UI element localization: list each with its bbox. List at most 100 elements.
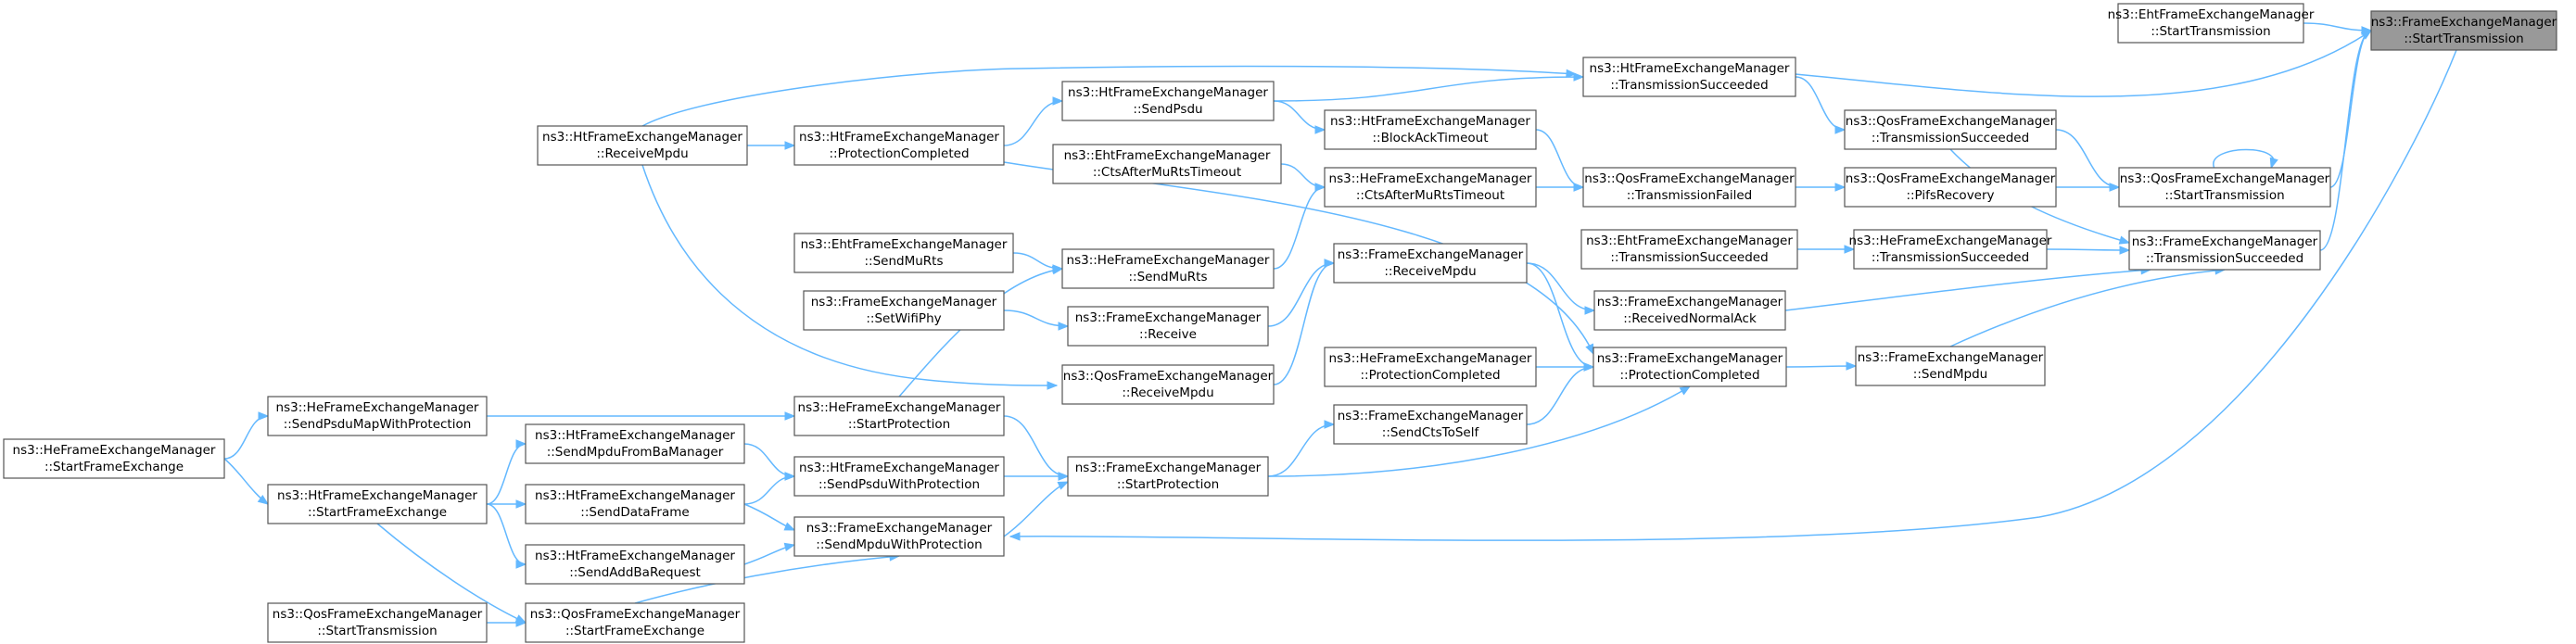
node-box [2128,230,2321,271]
edge-arrowhead [784,411,796,421]
edge-htProtComp-to-htSendPsdu [1003,96,1064,146]
edge-arrowhead [257,494,270,505]
node-method-label: ::TransmissionSucceeded [1872,131,2029,145]
edge-htReceiveMpdu-to-htTxSucc [641,65,1578,127]
edge-heSendPsduMap-to-heStartProt [487,411,796,421]
edge-qosPifs-to-qosStartTx [2056,183,2121,192]
node-htTxSucc[interactable]: ns3::HtFrameExchangeManager::Transmissio… [1582,57,1796,97]
node-qosTxFailed[interactable]: ns3::QosFrameExchangeManager::Transmissi… [1582,167,1796,208]
node-class-label: ns3::QosFrameExchangeManager [273,607,483,622]
node-htSendData[interactable]: ns3::HtFrameExchangeManager::SendDataFra… [525,484,745,524]
node-heStartFE[interactable]: ns3::HeFrameExchangeManager::StartFrameE… [3,438,225,479]
node-box [1593,347,1787,387]
edge-htReceiveMpdu-to-htProtComp [747,141,796,150]
node-qosReceiveMpdu[interactable]: ns3::QosFrameExchangeManager::ReceiveMpd… [1061,364,1275,405]
node-ehtCtsAfterMuRts[interactable]: ns3::EhtFrameExchangeManager::CtsAfterMu… [1052,144,1282,184]
node-ehtSendMuRts[interactable]: ns3::EhtFrameExchangeManager::SendMuRts [793,233,1014,273]
node-method-label: ::StartFrameExchange [308,505,447,520]
node-feSendMpdu[interactable]: ns3::FrameExchangeManager::SendMpdu [1855,346,2046,386]
edge-arrowhead [1834,183,1846,192]
node-htSendPsdu[interactable]: ns3::HtFrameExchangeManager::SendPsdu [1061,81,1275,121]
edge-arrowhead [1844,245,1856,254]
node-feSetWifiPhy[interactable]: ns3::FrameExchangeManager::SetWifiPhy [803,290,1005,331]
node-heCtsAfterMuRts[interactable]: ns3::HeFrameExchangeManager::CtsAfterMuR… [1324,167,1537,208]
node-ehtTxSucc[interactable]: ns3::EhtFrameExchangeManager::Transmissi… [1580,229,1798,270]
edge-line [1280,163,1326,188]
node-feRecvNormAck[interactable]: ns3::FrameExchangeManager::ReceivedNorma… [1593,290,1786,331]
edge-arrowhead [1324,420,1336,429]
edge-line [2046,248,2130,251]
node-box [1067,306,1269,347]
node-qosTxSucc[interactable]: ns3::QosFrameExchangeManager::Transmissi… [1844,109,2057,150]
node-method-label: ::SendDataFrame [580,505,689,520]
node-method-label: ::ReceiveMpdu [596,146,688,161]
edge-arrowhead [1314,125,1326,134]
node-heSendMuRts[interactable]: ns3::HeFrameExchangeManager::SendMuRts [1061,248,1275,289]
edge-qosReceiveMpdu-to-feReceiveMpdu [1273,259,1336,385]
node-box [1061,248,1275,289]
node-box [525,602,745,643]
edge-qosTxSucc-to-qosStartTx [2055,129,2121,192]
node-class-label: ns3::EhtFrameExchangeManager [801,237,1008,252]
node-heProtComp[interactable]: ns3::HeFrameExchangeManager::ProtectionC… [1324,347,1537,387]
edge-line [2213,148,2275,169]
node-feReceive[interactable]: ns3::FrameExchangeManager::Receive [1067,306,1269,347]
node-root[interactable]: ns3::FrameExchangeManager::StartTransmis… [2370,10,2557,51]
node-qosStartTx[interactable]: ns3::QosFrameExchangeManager::StartTrans… [2118,167,2331,208]
node-box [267,396,488,436]
node-htSendPsduWP[interactable]: ns3::HtFrameExchangeManager::SendPsduWit… [793,456,1005,497]
node-class-label: ns3::HtFrameExchangeManager [277,488,477,503]
node-class-label: ns3::FrameExchangeManager [1597,295,1783,309]
edge-arrowhead [1314,183,1326,192]
node-htStartFE[interactable]: ns3::HtFrameExchangeManager::StartFrameE… [267,484,488,524]
edge-line [2329,30,2372,188]
node-box [1333,243,1528,284]
edge-line [1526,262,1594,368]
node-box [1853,229,2048,270]
edge-htSendPsdu-to-htBlockAck [1273,100,1326,134]
node-feSendMpduWP[interactable]: ns3::FrameExchangeManager::SendMpduWithP… [793,516,1005,557]
edge-htStartFE-to-htSendData [487,499,527,509]
edge-line [1526,262,1595,311]
node-method-label: ::StartTransmission [2164,188,2284,203]
edge-htSendPsdu-to-htTxSucc [1273,72,1585,102]
node-class-label: ns3::HtFrameExchangeManager [535,488,735,503]
node-class-label: ns3::FrameExchangeManager [1858,350,2044,365]
node-htBlockAck[interactable]: ns3::HtFrameExchangeManager::BlockAckTim… [1324,109,1537,150]
edge-line [1273,100,1326,131]
node-heStartProt[interactable]: ns3::HeFrameExchangeManager::StartProtec… [793,396,1005,436]
node-qosPifs[interactable]: ns3::QosFrameExchangeManager::PifsRecove… [1844,167,2057,208]
node-feReceiveMpdu[interactable]: ns3::FrameExchangeManager::ReceiveMpdu [1333,243,1528,284]
node-htSendAddBa[interactable]: ns3::HtFrameExchangeManager::SendAddBaRe… [525,544,745,585]
node-feTxSucc[interactable]: ns3::FrameExchangeManager::TransmissionS… [2128,230,2321,271]
node-qosStartTx2[interactable]: ns3::QosFrameExchangeManager::StartTrans… [267,602,488,643]
node-box [1855,346,2046,386]
node-feSendCts[interactable]: ns3::FrameExchangeManager::SendCtsToSelf [1333,404,1528,445]
node-method-label: ::SendMuRts [864,254,943,269]
edge-line [376,523,527,624]
node-method-label: ::SendPsduWithProtection [818,477,980,492]
node-htSendMpduBa[interactable]: ns3::HtFrameExchangeManager::SendMpduFro… [525,423,745,464]
edge-line [1273,186,1326,270]
node-qosStartFE[interactable]: ns3::QosFrameExchangeManager::StartFrame… [525,602,745,643]
edge-heSendMuRts-to-heCtsAfterMuRts [1273,183,1326,270]
node-heSendPsduMap[interactable]: ns3::HeFrameExchangeManager::SendPsduMap… [267,396,488,436]
node-feProtComp[interactable]: ns3::FrameExchangeManager::ProtectionCom… [1593,347,1787,387]
edge-qosTxFailed-to-qosPifs [1795,183,1846,192]
node-method-label: ::ReceivedNormalAck [1623,311,1757,326]
edge-line [486,503,527,565]
node-method-label: ::ProtectionCompleted [1619,368,1759,383]
node-class-label: ns3::FrameExchangeManager [1338,247,1524,262]
node-ehtStartTx[interactable]: ns3::EhtFrameExchangeManager::StartTrans… [2108,3,2315,44]
node-class-label: ns3::HeFrameExchangeManager [1329,351,1532,366]
node-box [525,484,745,524]
edge-feTxSucc-to-root [2319,26,2373,251]
node-heTxSucc[interactable]: ns3::HeFrameExchangeManager::Transmissio… [1849,229,2052,270]
node-feStartProt[interactable]: ns3::FrameExchangeManager::StartProtecti… [1067,456,1269,497]
edge-arrowhead [515,439,527,448]
edge-feReceive-to-feReceiveMpdu [1267,259,1336,327]
node-class-label: ns3::HtFrameExchangeManager [1590,61,1790,76]
edge-heTxSucc-to-feTxSucc [2046,246,2131,255]
node-htProtComp[interactable]: ns3::HtFrameExchangeManager::ProtectionC… [793,125,1005,166]
node-htReceiveMpdu[interactable]: ns3::HtFrameExchangeManager::ReceiveMpdu [537,125,748,166]
